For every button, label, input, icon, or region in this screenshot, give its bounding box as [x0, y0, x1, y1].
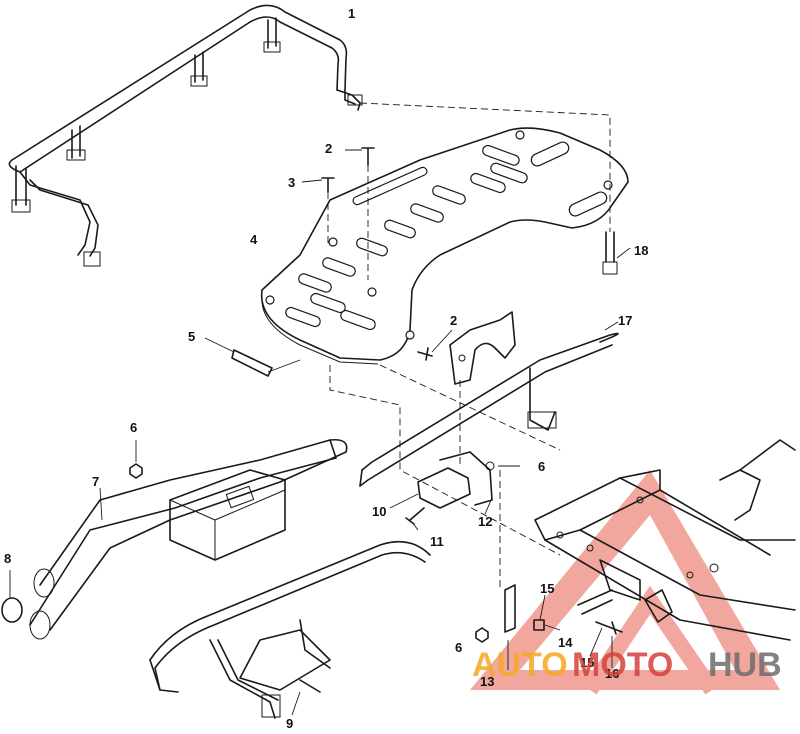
callout-18: 18 — [634, 243, 648, 258]
callout-10: 10 — [372, 504, 386, 519]
callout-15-upper: 15 — [540, 581, 554, 596]
callout-8: 8 — [4, 551, 11, 566]
callout-17: 17 — [618, 313, 632, 328]
screw-11 — [405, 507, 425, 525]
bolt-18 — [602, 231, 618, 275]
callout-6-left: 6 — [130, 420, 137, 435]
watermark-wordmark: AUTO MOTO HUB — [472, 646, 782, 684]
svg-text:HUB: HUB — [708, 646, 782, 684]
callout-2-lower: 2 — [450, 313, 457, 328]
nut-6-bottom — [475, 627, 489, 643]
screw-2-top — [361, 147, 375, 166]
callout-2-upper: 2 — [325, 141, 332, 156]
callout-12: 12 — [478, 514, 492, 529]
nut-6-left — [129, 463, 143, 479]
callout-5: 5 — [188, 329, 195, 344]
callout-6-mid: 6 — [538, 459, 545, 474]
front-lower-bar-9 — [149, 540, 431, 719]
callout-4: 4 — [250, 232, 258, 247]
callout-15-lower: 15 — [580, 655, 594, 670]
callout-3: 3 — [288, 175, 295, 190]
support-bracket — [417, 311, 516, 385]
callout-13: 13 — [480, 674, 494, 689]
screw-3-top — [321, 177, 335, 193]
callout-7: 7 — [92, 474, 99, 489]
callout-16: 16 — [605, 666, 619, 681]
front-bumper-7 — [29, 438, 348, 640]
watermark-logo-triangle — [470, 470, 780, 695]
rear-rack-plate — [260, 127, 629, 365]
callout-1: 1 — [348, 6, 355, 21]
vehicle-frame — [504, 439, 796, 641]
rear-rack-rail — [8, 4, 363, 267]
svg-text:AUTO: AUTO — [472, 646, 568, 684]
decal-5 — [231, 349, 273, 377]
callout-11: 11 — [430, 534, 444, 549]
support-rail-17 — [359, 332, 619, 487]
callout-6-bottom: 6 — [455, 640, 462, 655]
callout-9: 9 — [286, 716, 293, 729]
bolt-16 — [595, 621, 623, 635]
svg-text:MOTO: MOTO — [572, 646, 673, 684]
plug-8 — [1, 597, 23, 623]
spacer-15 — [533, 619, 545, 631]
callout-14: 14 — [558, 635, 573, 650]
